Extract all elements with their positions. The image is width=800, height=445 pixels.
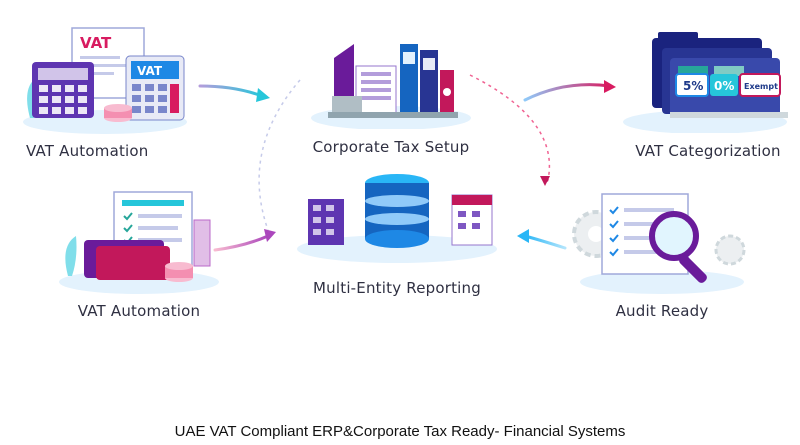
vat-calculator-illustration: VAT VAT [23, 27, 187, 134]
arrow-top-left [198, 84, 264, 98]
tag-exempt: Exempt [744, 82, 778, 91]
node-corporate-tax-setup: Corporate Tax Setup [296, 14, 486, 164]
arrow-top-left-head [256, 88, 270, 102]
node-label: VAT Automation [26, 142, 149, 160]
node-label: Multi-Entity Reporting [313, 279, 481, 297]
node-multi-entity-reporting: Multi-Entity Reporting [282, 165, 512, 310]
node-label: VAT Categorization [635, 142, 781, 160]
tag-5-percent: 5% [683, 79, 703, 93]
node-vat-categorization: 5% 0% Exempt VAT Categorization [610, 18, 800, 168]
vat-checklist-illustration [59, 191, 219, 294]
tag-0-percent: 0% [714, 79, 734, 93]
audit-magnifier-illustration [572, 193, 746, 294]
ring-arrowhead-icon [540, 176, 550, 186]
node-vat-automation-bottom: VAT Automation [44, 180, 234, 325]
database-buildings-illustration [297, 174, 497, 263]
dashed-ring-right [469, 74, 551, 181]
corporate-files-illustration [311, 44, 471, 129]
node-audit-ready: Audit Ready [562, 180, 762, 325]
dashed-ring-left [258, 79, 301, 231]
node-label: VAT Automation [77, 302, 201, 320]
arrow-top-right-head [604, 80, 616, 93]
arrow-bottom-left [213, 234, 270, 252]
node-vat-automation-top: VAT VAT [10, 18, 200, 160]
folder-tags-illustration: 5% 0% Exempt [623, 32, 788, 133]
arrow-bottom-right-head [517, 229, 529, 243]
vat-badge-2: VAT [137, 64, 163, 78]
arrow-top-right [523, 83, 612, 102]
arrow-bottom-right [523, 234, 567, 250]
arrow-bottom-left-head [264, 229, 276, 242]
node-label: Audit Ready [615, 302, 709, 320]
footer-caption: UAE VAT Compliant ERP&Corporate Tax Read… [174, 423, 626, 440]
vat-badge-1: VAT [80, 34, 112, 52]
node-label: Corporate Tax Setup [312, 138, 470, 156]
